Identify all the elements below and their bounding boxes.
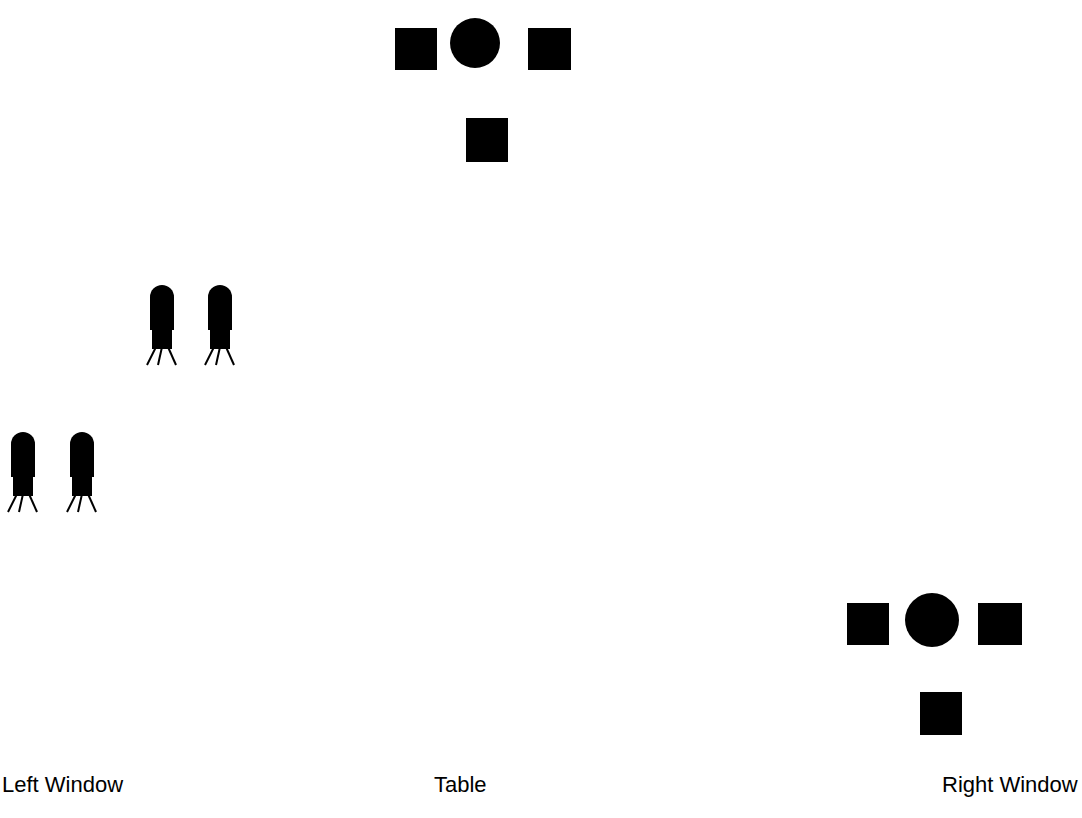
window-label: Left Window — [2, 772, 123, 798]
camera-tripods — [8, 285, 234, 512]
window-label: Table — [434, 772, 487, 798]
window-label: Right Window — [942, 772, 1078, 798]
table-set — [395, 18, 571, 162]
table-set — [847, 593, 1022, 735]
